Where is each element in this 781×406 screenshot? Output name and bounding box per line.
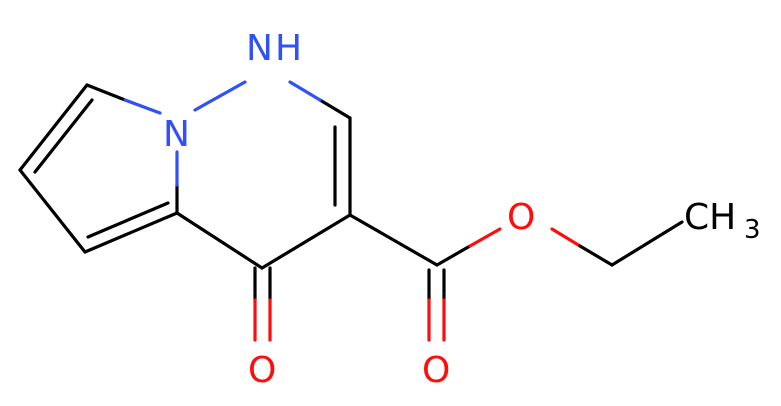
bond-c1-c2-double [33, 98, 94, 174]
bond-c3-cester [348, 213, 439, 267]
bond-c1-n-black [85, 83, 127, 102]
bond-n-nh [193, 80, 247, 112]
atom-ch3-subscript: 3 [744, 215, 761, 245]
atom-o-ester-carbonyl: O [422, 350, 450, 391]
bond-c1-n-blue [123, 98, 162, 115]
bond-c3-c3a [83, 211, 179, 254]
atom-ch3: CH [684, 197, 736, 238]
bond-c2-c3 [18, 168, 87, 254]
atom-nh-h: H [275, 28, 302, 69]
bond-oester-ch2-red [550, 227, 582, 248]
atom-nh-n: N [246, 28, 273, 69]
atom-o-ketone: O [248, 350, 276, 391]
bond-cester-oester-red [468, 227, 502, 248]
bond-oester-ch2-black [578, 244, 614, 267]
atom-n-bridge: N [163, 114, 190, 155]
bond-nh-ch-black [318, 98, 352, 120]
bond-c3-c4 [260, 213, 352, 270]
bond-nh-ch-blue [288, 80, 322, 102]
bond-ch2-ch3 [610, 220, 684, 267]
bond-c1-c2 [18, 83, 89, 172]
atom-o-ester: O [507, 197, 535, 238]
bond-cester-oester-black [435, 244, 472, 267]
bond-c4-c4a [175, 211, 264, 270]
bond-c3-c3a-double [86, 201, 170, 239]
